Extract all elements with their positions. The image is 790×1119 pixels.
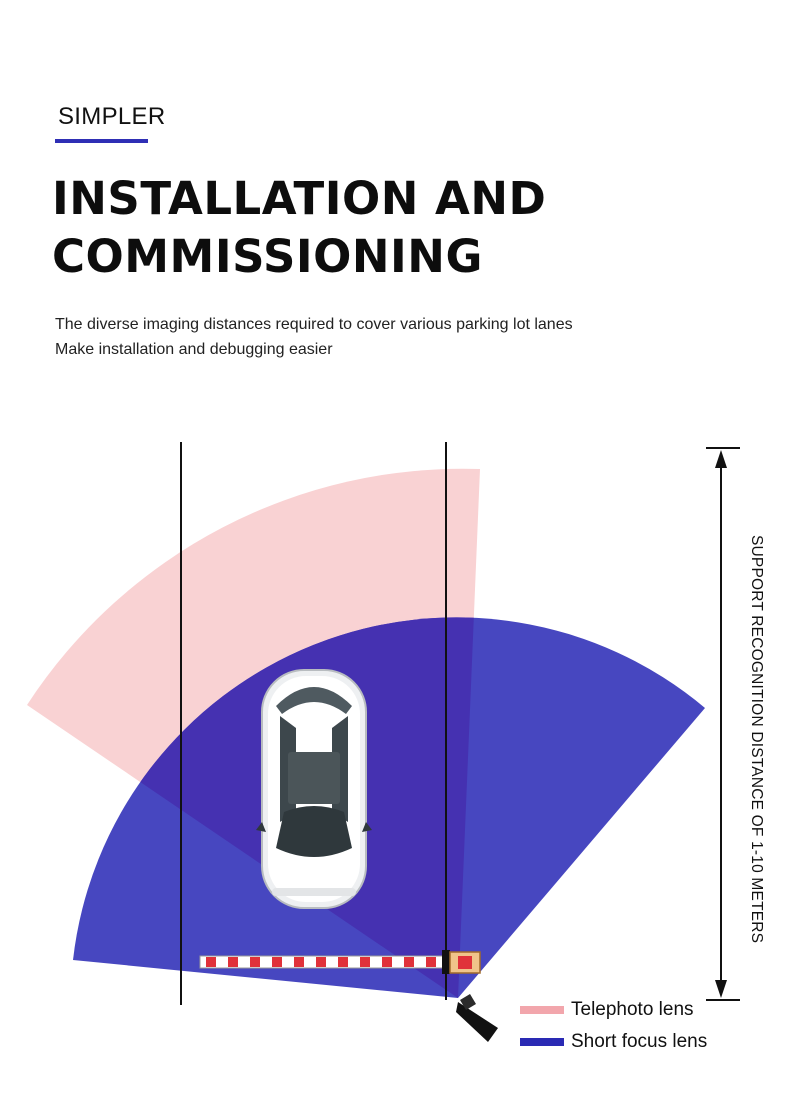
title-line-2: COMMISSIONING — [52, 230, 483, 283]
subtitle-line-2: Make installation and debugging easier — [55, 341, 333, 358]
camera-icon — [456, 994, 498, 1042]
range-indicator — [706, 447, 740, 1001]
subtitle-line-1: The diverse imaging distances required t… — [55, 316, 573, 333]
kicker-label: SIMPLER — [58, 103, 166, 130]
page-title: INSTALLATION AND COMMISSIONING — [52, 170, 752, 286]
car-top-view — [256, 669, 372, 909]
legend-label-telephoto: Telephoto lens — [571, 999, 694, 1020]
range-label: SUPPORT RECOGNITION DISTANCE OF 1-10 MET… — [748, 535, 765, 944]
subtitle: The diverse imaging distances required t… — [55, 312, 573, 362]
legend-swatch-telephoto — [520, 1006, 564, 1014]
title-line-1: INSTALLATION AND — [52, 172, 547, 225]
legend-label-short-focus: Short focus lens — [571, 1031, 708, 1052]
barrier-gate — [199, 950, 481, 974]
kicker-underline — [55, 139, 148, 143]
legend-swatch-short-focus — [520, 1038, 564, 1046]
